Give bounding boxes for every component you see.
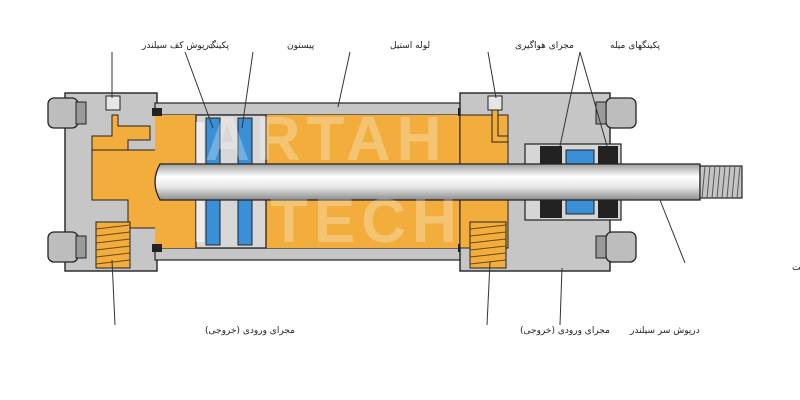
rod-thread — [699, 165, 743, 199]
watermark: ARTAH TECH — [205, 105, 463, 256]
watermark-line-2: TECH — [270, 187, 463, 256]
label-port-front: مجرای ورودی (خروجی) — [520, 326, 610, 336]
front-bottom-nut — [605, 231, 637, 263]
rear-top-nut — [47, 97, 79, 129]
label-piston-rod: میله پیستون سنگ زده و سخت — [792, 261, 800, 273]
rear-bottom-nut — [47, 231, 79, 263]
label-rod-seals: پکینگهای میله — [610, 39, 661, 51]
rear-end-cap — [47, 92, 161, 272]
label-air-vent: مجرای هواگیری — [515, 39, 574, 51]
front-top-nut — [605, 97, 637, 129]
label-port-rear: مجرای ورودی (خروجی) — [205, 326, 295, 336]
rear-vent-screw — [105, 95, 121, 111]
rod-seal-blue-bottom — [565, 199, 595, 215]
label-steel-tube: لوله استیل — [390, 41, 430, 51]
label-seal: پکینگ — [208, 39, 229, 51]
leader-lines — [111, 51, 686, 326]
rod-seal-blue-top — [565, 149, 595, 165]
rear-oil-passage — [91, 114, 151, 151]
labels: درپوش کف سیلندر پکینگ پیستون لوله استیل … — [141, 39, 800, 336]
label-front-end-cap: درپوش سر سیلندر — [629, 326, 700, 336]
watermark-line-1: ARTAH — [205, 105, 447, 174]
piston-rod — [154, 163, 743, 201]
front-vent-screw — [487, 95, 503, 111]
label-piston: پیستون — [287, 41, 315, 51]
label-rear-end-cap: درپوش کف سیلندر — [141, 41, 213, 51]
